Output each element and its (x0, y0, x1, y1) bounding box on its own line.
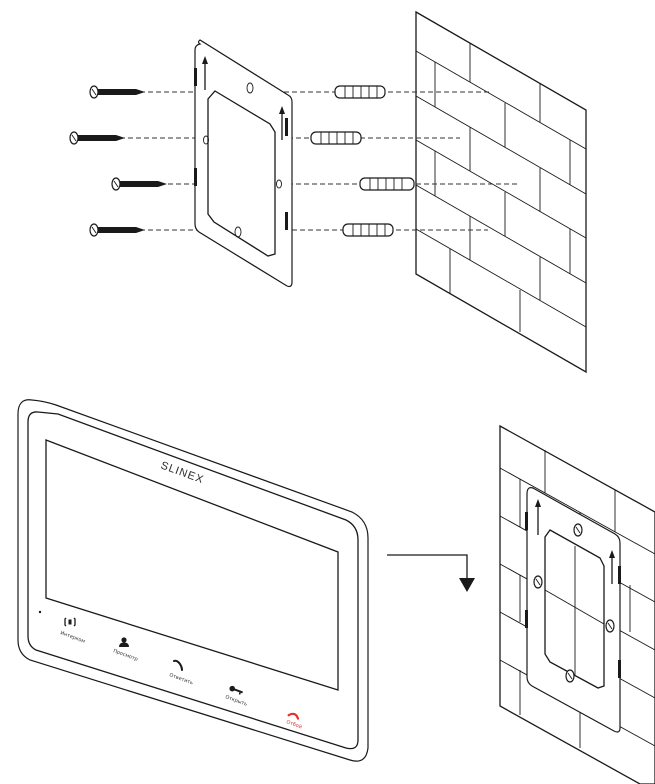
direction-arrow (387, 554, 475, 592)
wall-plug (334, 85, 386, 99)
indoor-monitor: SLINEX Интерком Просмотр Ответить (17, 399, 369, 762)
screw (89, 223, 145, 237)
screw-head (605, 619, 615, 633)
screw-head (533, 575, 543, 589)
brick-wall-top (415, 10, 587, 374)
mounted-bracket-on-wall (499, 424, 655, 784)
screw-head (573, 523, 583, 537)
wall-plug (310, 131, 362, 145)
display-screen (45, 439, 339, 691)
screw (111, 177, 167, 191)
mounting-bracket (194, 39, 293, 288)
phone-answer-icon (173, 659, 183, 671)
phone-hangup-icon (287, 712, 300, 720)
screw-head (565, 669, 575, 683)
indicator-led (38, 610, 42, 614)
intercom-icon (64, 617, 76, 627)
wall-plug (342, 223, 394, 237)
person-icon (119, 637, 129, 647)
screw (69, 131, 125, 145)
key-icon (229, 685, 243, 695)
screw (89, 85, 145, 99)
wall-plug (359, 177, 415, 191)
